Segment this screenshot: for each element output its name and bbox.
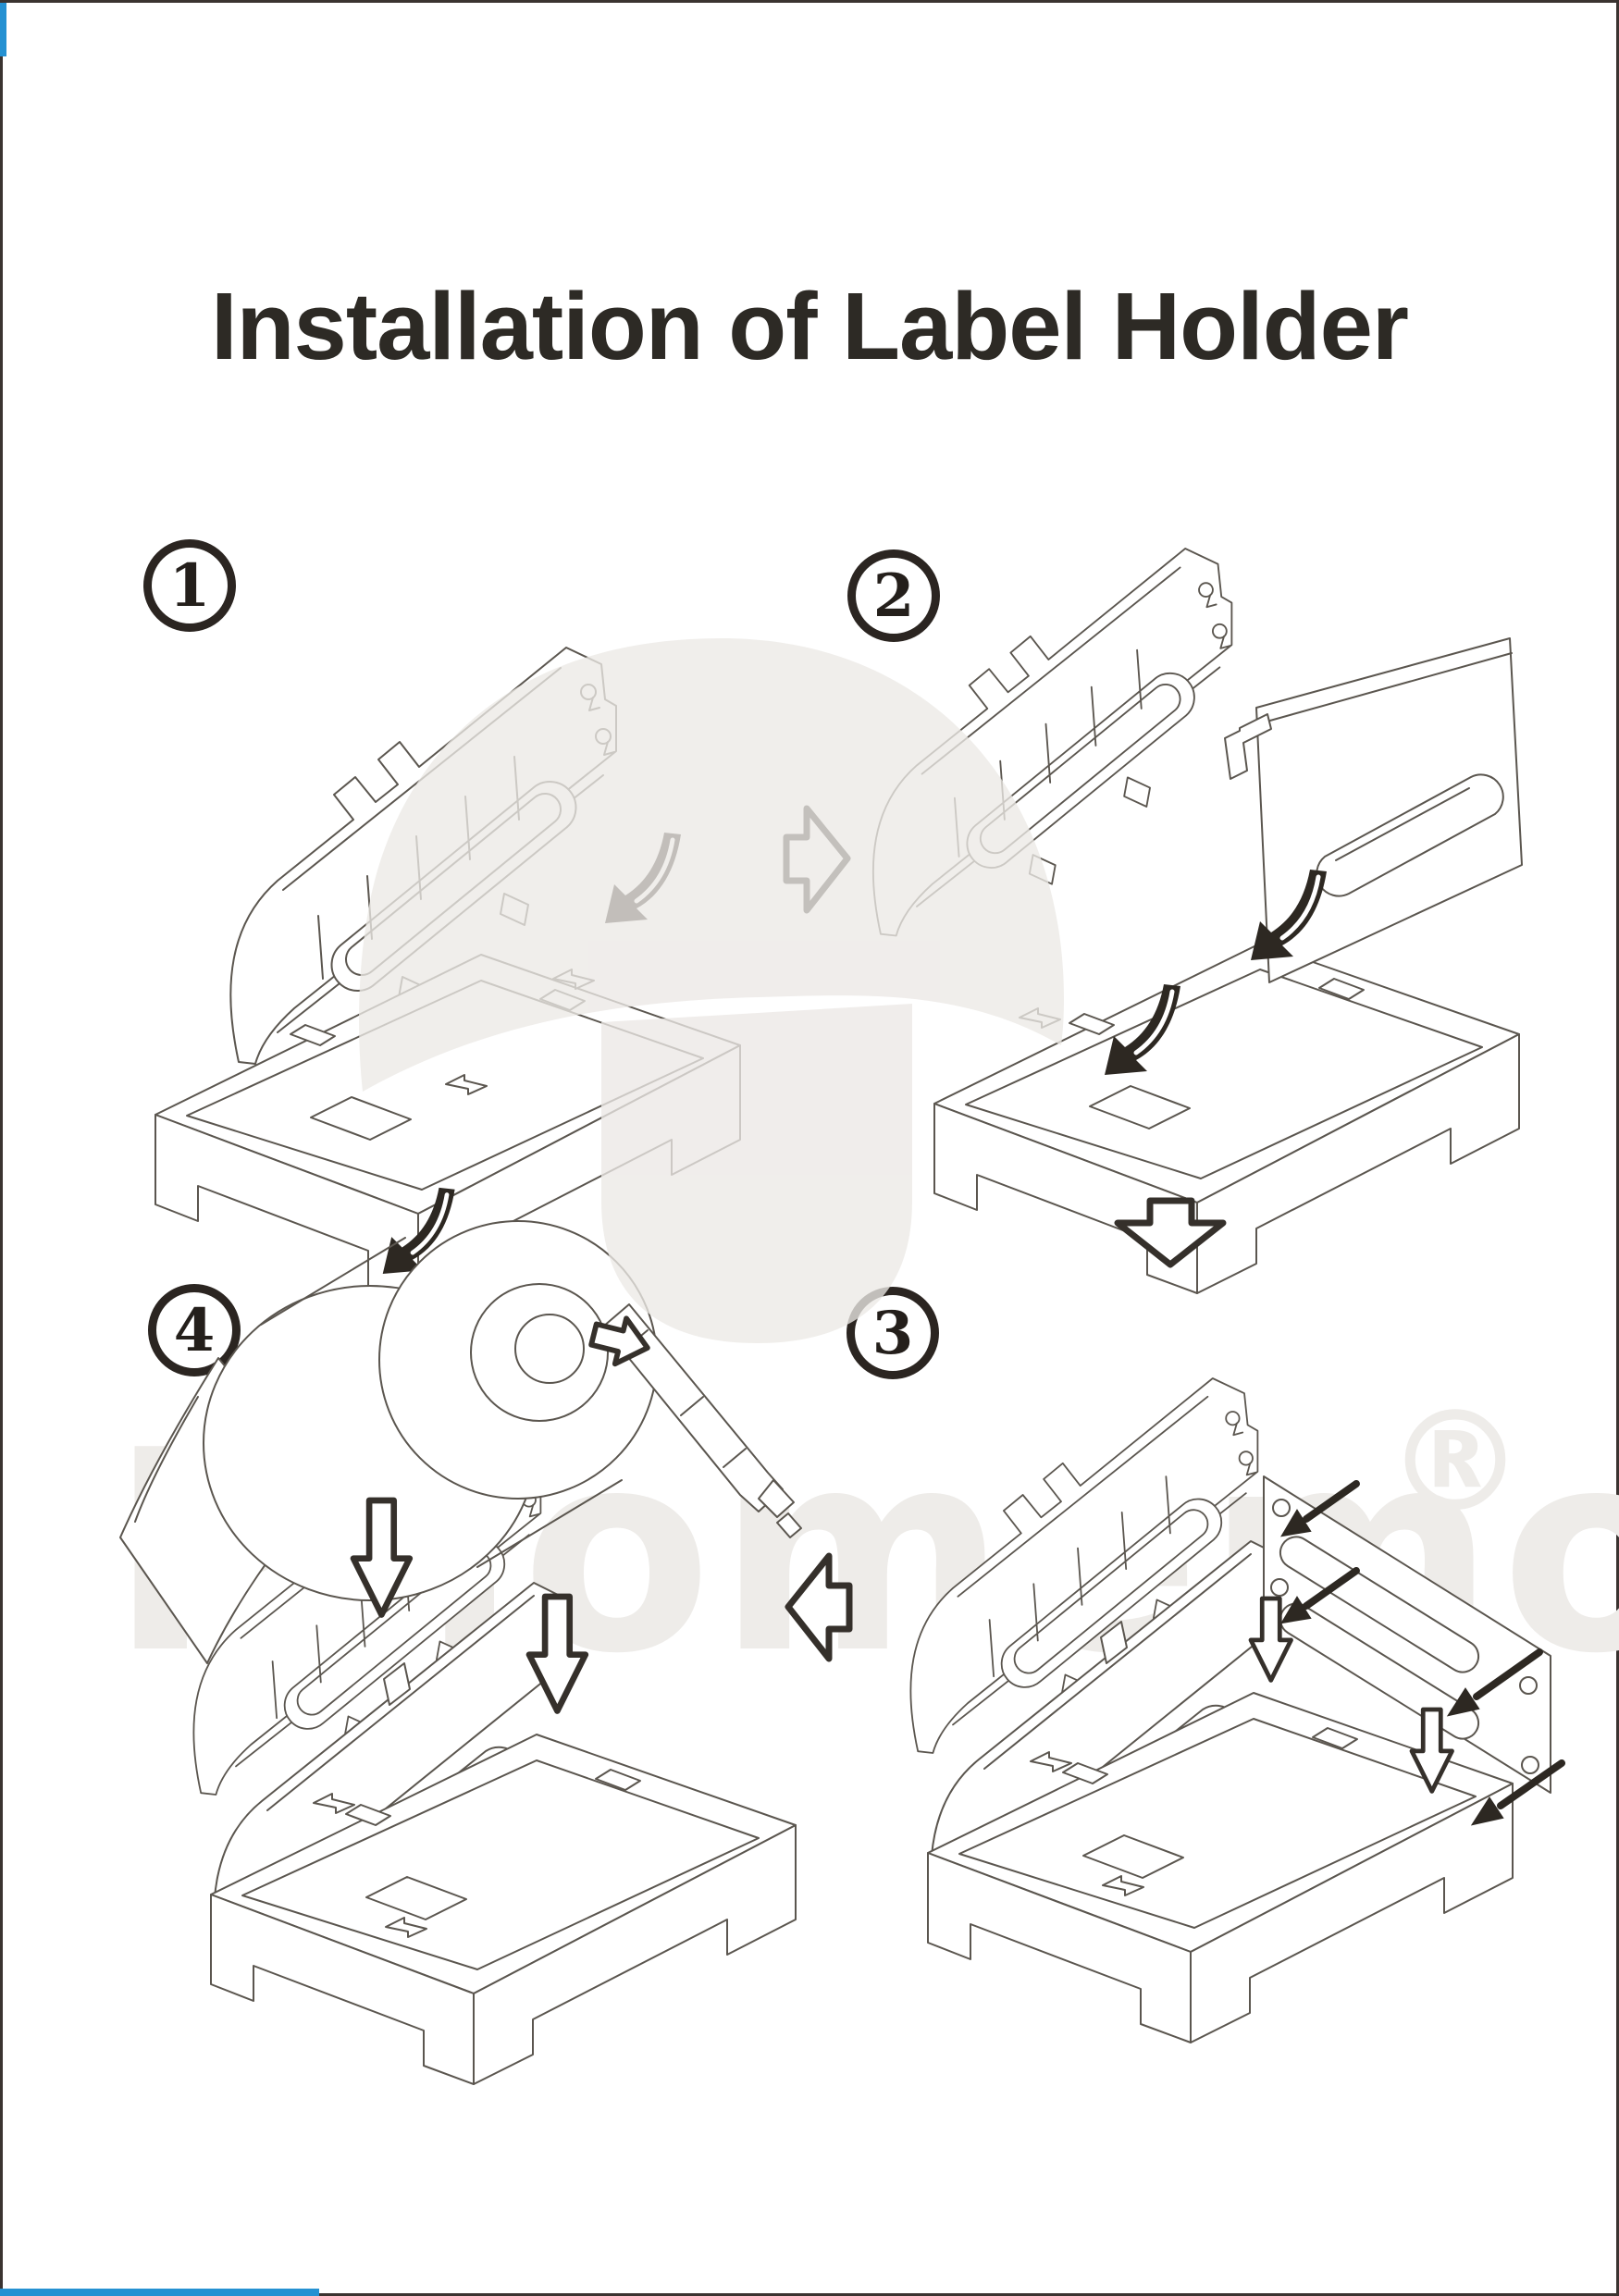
page-border-left <box>0 0 3 2296</box>
step-4-figure <box>119 1220 802 2084</box>
step-4-number-badge: 4 <box>148 1284 241 1376</box>
page-title: Installation of Label Holder <box>211 273 1409 379</box>
step-1-number-badge: 1 <box>143 539 236 632</box>
page-border-right <box>1616 0 1619 2296</box>
step-3-number-badge: 3 <box>847 1287 939 1379</box>
step-2-number: 2 <box>872 561 915 631</box>
arrow-left-icon <box>785 1552 853 1662</box>
adjacent-page-accent-bottom <box>0 2289 319 2296</box>
step-4-number: 4 <box>173 1295 216 1365</box>
step-3-figure <box>910 1378 1565 2043</box>
insert-arrow-icon <box>1280 1480 1565 1826</box>
step-3-number: 3 <box>871 1298 914 1368</box>
step-2-figure <box>871 548 1523 1294</box>
watermark-registered-icon: ® <box>1386 1382 1525 1543</box>
step-2-number-badge: 2 <box>847 549 940 642</box>
page-border-bottom <box>0 2293 1619 2296</box>
page-border-top <box>0 0 1619 3</box>
arrow-down-icon <box>1114 1197 1227 1268</box>
mushroom-watermark <box>359 638 1065 1343</box>
adjacent-page-accent-left <box>0 3 6 56</box>
step-1-number: 1 <box>168 550 211 621</box>
